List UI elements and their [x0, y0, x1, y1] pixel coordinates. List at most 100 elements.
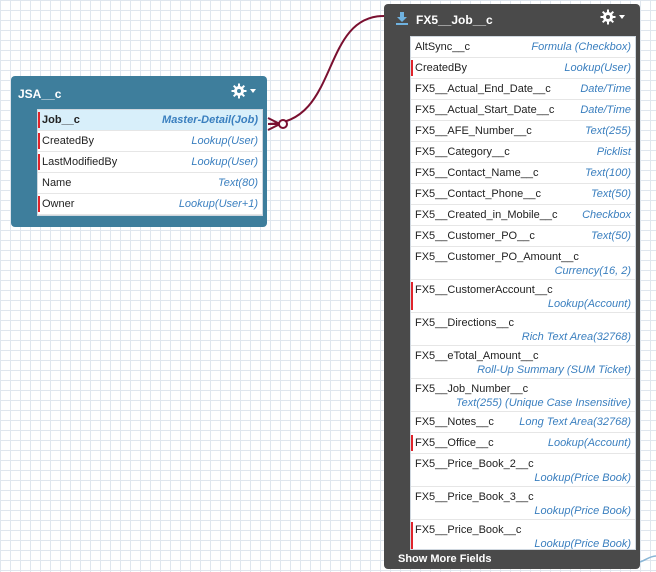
field-row[interactable]: FX5__AFE_Number__c Text(255): [411, 121, 635, 142]
field-name: FX5__Directions__c: [415, 317, 515, 329]
jsa-field-list: Job__c Master-Detail(Job) CreatedBy Look…: [37, 109, 263, 216]
field-name: FX5__Actual_Start_Date__c: [415, 104, 555, 116]
field-type: Text(50): [591, 230, 631, 242]
field-name: AltSync__c: [415, 41, 471, 53]
field-name: FX5__Customer_PO_Amount__c: [415, 251, 579, 263]
field-name: FX5__Notes__c: [415, 416, 494, 428]
field-name: CreatedBy: [415, 62, 467, 74]
field-row[interactable]: CreatedBy Lookup(User): [411, 58, 635, 79]
field-name: LastModifiedBy: [42, 156, 118, 168]
required-marker: [38, 112, 40, 128]
field-row[interactable]: FX5__Office__c Lookup(Account): [411, 433, 635, 454]
edge-curve-icon: [639, 555, 656, 563]
field-type: Roll-Up Summary (SUM Ticket): [477, 364, 631, 376]
field-row[interactable]: FX5__Contact_Name__c Text(100): [411, 163, 635, 184]
relationship-line: [267, 15, 385, 125]
job-node-title: FX5__Job__c: [416, 13, 493, 27]
field-name: FX5__Contact_Phone__c: [415, 188, 541, 200]
jsa-node-header[interactable]: JSA__c: [11, 76, 267, 104]
required-marker: [38, 133, 40, 149]
field-name: FX5__Price_Book_3__c: [415, 491, 534, 503]
field-type: Checkbox: [582, 209, 631, 221]
field-type: Text(100): [584, 167, 631, 179]
field-name: FX5__AFE_Number__c: [415, 125, 532, 137]
field-name: FX5__Category__c: [415, 146, 510, 158]
field-type: Currency(16, 2): [554, 265, 631, 277]
chevron-down-icon: [250, 89, 256, 93]
field-type: Lookup(User+1): [178, 198, 258, 210]
field-type: Lookup(User): [564, 62, 631, 74]
required-marker: [38, 196, 40, 212]
field-row[interactable]: Owner Lookup(User+1): [38, 194, 262, 215]
field-row[interactable]: AltSync__c Formula (Checkbox): [411, 37, 635, 58]
field-type: Lookup(Account): [547, 298, 631, 310]
required-marker: [411, 435, 413, 451]
download-icon: [395, 11, 409, 28]
field-type: Lookup(User): [191, 156, 258, 168]
field-type: Text(80): [218, 177, 258, 189]
jsa-node-title: JSA__c: [18, 87, 62, 101]
field-name: FX5__Job_Number__c: [415, 383, 529, 395]
field-type: Master-Detail(Job): [162, 114, 258, 126]
field-type: Rich Text Area(32768): [521, 331, 631, 343]
field-name: Job__c: [42, 114, 80, 126]
gear-icon[interactable]: [600, 9, 626, 25]
field-row[interactable]: CreatedBy Lookup(User): [38, 131, 262, 152]
field-name: Name: [42, 177, 72, 189]
gear-icon[interactable]: [231, 83, 257, 99]
field-row[interactable]: FX5__Created_in_Mobile__c Checkbox: [411, 205, 635, 226]
show-more-fields-link[interactable]: Show More Fields: [398, 553, 492, 565]
field-row[interactable]: LastModifiedBy Lookup(User): [38, 152, 262, 173]
field-name: CreatedBy: [42, 135, 94, 147]
field-row[interactable]: Job__c Master-Detail(Job): [38, 110, 262, 131]
field-type: Formula (Checkbox): [531, 41, 631, 53]
field-row[interactable]: FX5__Notes__c Long Text Area(32768): [411, 412, 635, 433]
field-name: FX5__CustomerAccount__c: [415, 284, 553, 296]
field-type: Lookup(Price Book): [534, 538, 631, 550]
chevron-down-icon: [619, 15, 625, 19]
field-name: FX5__Office__c: [415, 437, 494, 449]
field-row[interactable]: FX5__Category__c Picklist: [411, 142, 635, 163]
required-marker: [411, 522, 413, 549]
field-name: FX5__Customer_PO__c: [415, 230, 535, 242]
job-object-node[interactable]: FX5__Job__c AltSync__c Formula (Checkbox)…: [384, 4, 640, 569]
field-row[interactable]: FX5__Contact_Phone__c Text(50): [411, 184, 635, 205]
field-type: Lookup(User): [191, 135, 258, 147]
field-type: Text(255): [584, 125, 631, 137]
field-name: FX5__Created_in_Mobile__c: [415, 209, 558, 221]
field-name: FX5__Actual_End_Date__c: [415, 83, 551, 95]
field-row[interactable]: FX5__Customer_PO__c Text(50): [411, 226, 635, 247]
field-name: FX5__Contact_Name__c: [415, 167, 539, 179]
job-node-header[interactable]: FX5__Job__c: [384, 4, 640, 32]
field-name: FX5__eTotal_Amount__c: [415, 350, 539, 362]
jsa-object-node[interactable]: JSA__c Job__c Master-Detail(Job): [11, 76, 267, 227]
required-marker: [411, 282, 413, 310]
field-name: FX5__Price_Book_2__c: [415, 458, 534, 470]
crows-foot-icon: [267, 117, 288, 131]
required-marker: [38, 154, 40, 170]
field-row[interactable]: Name Text(80): [38, 173, 262, 194]
field-name: Owner: [42, 198, 75, 210]
required-marker: [411, 60, 413, 76]
field-type: Text(255) (Unique Case Insensitive): [455, 397, 631, 409]
field-type: Date/Time: [580, 83, 631, 95]
field-row[interactable]: FX5__Actual_Start_Date__c Date/Time: [411, 100, 635, 121]
field-type: Picklist: [596, 146, 631, 158]
field-type: Long Text Area(32768): [519, 416, 631, 428]
field-type: Date/Time: [580, 104, 631, 116]
field-type: Text(50): [591, 188, 631, 200]
field-type: Lookup(Account): [547, 437, 631, 449]
field-row[interactable]: FX5__Actual_End_Date__c Date/Time: [411, 79, 635, 100]
field-type: Lookup(Price Book): [534, 472, 631, 484]
field-name: FX5__Price_Book__c: [415, 524, 522, 536]
